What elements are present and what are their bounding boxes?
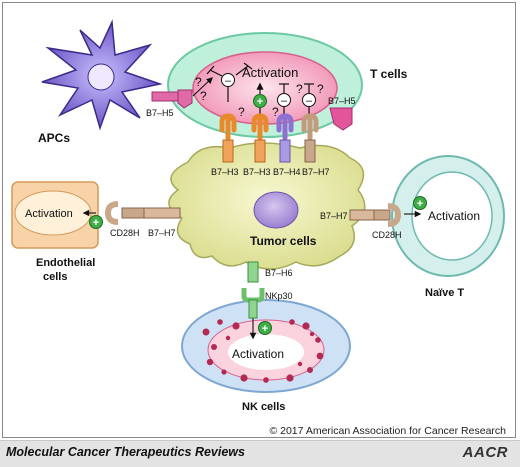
question-mark: ? <box>317 82 324 96</box>
b7h7-top-label: B7–H7 <box>302 167 330 177</box>
b7h7-right-label: B7–H7 <box>320 211 348 221</box>
endothelial-cell <box>11 181 99 249</box>
naive-t-label: Naïve T <box>425 287 464 299</box>
b7h6-nkp30 <box>241 261 265 319</box>
b7h3-b-label: B7–H3 <box>243 167 271 177</box>
t-cell-activation-label: Activation <box>242 65 298 80</box>
nkp30-label: NKp30 <box>265 291 293 301</box>
apc-b7h5-interaction <box>151 77 213 109</box>
b7h7-left-label: B7–H7 <box>148 228 176 238</box>
figure-frame <box>2 2 516 438</box>
tumor-cells-label: Tumor cells <box>250 234 317 248</box>
t-cells-label: T cells <box>370 67 408 81</box>
b7h7-cd28h-right <box>349 203 402 227</box>
minus-sign: – <box>225 75 232 87</box>
receptor-b7h4 <box>276 113 294 141</box>
b7h4-label: B7–H4 <box>273 167 301 177</box>
plus-sign: + <box>257 96 263 108</box>
endothelial-activation-label: Activation <box>25 208 73 220</box>
apc-cell <box>41 19 163 131</box>
journal-title: Molecular Cancer Therapeutics Reviews <box>6 445 245 459</box>
question-mark: ? <box>195 75 202 89</box>
plus-sign: + <box>417 198 423 210</box>
cd28h-right-label: CD28H <box>372 230 402 240</box>
b7h5-apc-label: B7–H5 <box>146 108 174 118</box>
naive-t-cell <box>391 155 505 277</box>
apcs-label: APCs <box>38 131 70 145</box>
question-mark: ? <box>200 89 207 103</box>
receptor-b7h3-a <box>219 113 237 141</box>
plus-sign: + <box>93 217 99 229</box>
minus-sign: – <box>281 95 288 107</box>
nk-cell <box>181 299 351 393</box>
endothelial-label-line1: Endothelial <box>36 257 95 269</box>
question-mark: ? <box>296 82 303 96</box>
tumor-cell <box>168 142 366 270</box>
t-cell <box>167 32 363 138</box>
t-cell-minus-sign-1: – <box>221 73 235 87</box>
nk-activation-label: Activation <box>232 347 284 361</box>
plus-sign: + <box>262 323 268 335</box>
t-cell-receptors <box>219 113 319 141</box>
b7h6-label: B7–H6 <box>265 268 293 278</box>
tumor-ligands <box>222 139 316 163</box>
nk-plus-sign: + <box>258 321 272 335</box>
immune-checkpoint-diagram: Activation T cells – + – – ? ? ? ? ? <box>11 19 505 413</box>
naive-t-activation-label: Activation <box>428 209 480 223</box>
cd28h-b7h7-left <box>104 201 181 225</box>
nk-granules <box>202 319 324 383</box>
cd28h-left-label: CD28H <box>110 228 140 238</box>
question-mark: ? <box>238 105 245 119</box>
footer-bar <box>0 440 520 467</box>
copyright-notice: © 2017 American Association for Cancer R… <box>269 425 506 437</box>
t-cell-minus-sign-2: – <box>277 93 291 107</box>
t-cell-plus-sign: + <box>253 94 267 108</box>
publisher-logo: AACR <box>462 444 508 461</box>
t-cell-cytoplasm <box>192 51 338 125</box>
b7h3-a-label: B7–H3 <box>211 167 239 177</box>
minus-sign: – <box>306 95 313 107</box>
t-cell-signal-arrows <box>206 62 314 118</box>
receptor-b7h7 <box>301 113 319 141</box>
receptor-b7h3-b <box>251 113 269 141</box>
b7h5-t-label: B7–H5 <box>328 96 356 106</box>
naive-t-plus-sign: + <box>413 196 427 210</box>
endothelial-plus-sign: + <box>89 215 103 229</box>
t-cell-b7h5-receptor <box>329 107 353 131</box>
t-cell-minus-sign-3: – <box>302 93 316 107</box>
question-mark: ? <box>272 105 279 119</box>
endothelial-label-line2: cells <box>43 271 67 283</box>
nk-cells-label: NK cells <box>242 401 285 413</box>
